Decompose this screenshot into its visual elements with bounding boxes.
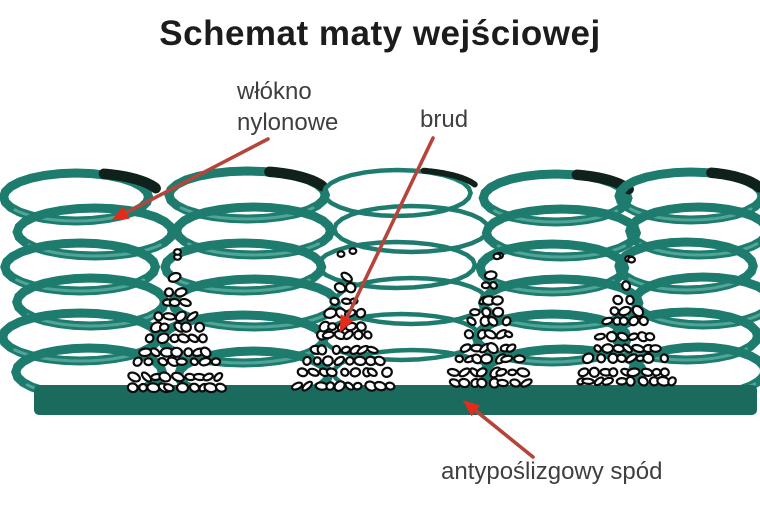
label-anti-slip-backing: antypoślizgowy spód [441, 458, 663, 485]
label-nylon-fiber: włókno nylonowe [237, 76, 338, 138]
page-title: Schemat maty wejściowej [159, 14, 601, 53]
label-dirt: brud [420, 106, 469, 133]
arrow-dirt [339, 136, 435, 333]
dirt-pile [576, 254, 677, 387]
spring-coil [157, 166, 342, 404]
dirt-pile [446, 251, 533, 389]
anti-slip-base-bar [34, 385, 757, 415]
dirt-pile [126, 248, 227, 394]
label-nylon-fiber-line2: nylonowe [237, 109, 339, 136]
spring-coil [610, 167, 760, 400]
label-nylon-fiber-line1: włókno [237, 78, 312, 105]
arrow-nylon-fiber [111, 137, 270, 221]
dirt-pile [290, 247, 396, 392]
arrow-backing [462, 400, 535, 459]
